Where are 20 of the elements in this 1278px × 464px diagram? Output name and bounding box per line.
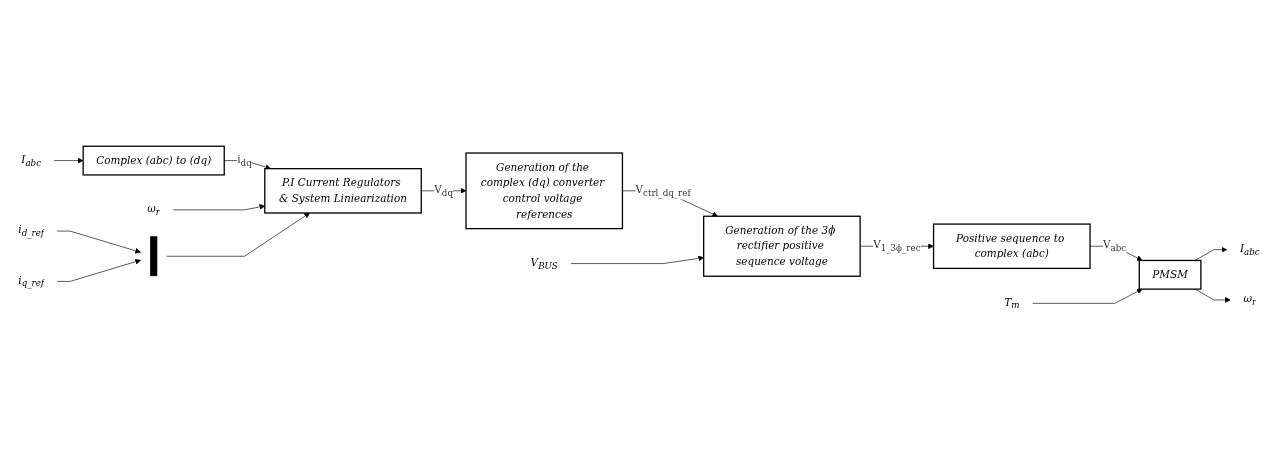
node-box: PMSM [1138, 259, 1202, 290]
edge-label: V$_{dq}$ [434, 183, 453, 198]
node-text: T$_{m}$ [1004, 295, 1020, 311]
edge-label: V$_{abc}$ [1103, 238, 1127, 254]
node-box: P.I Current Regulators & System Liniearization [264, 168, 422, 214]
node-text: ω$_{r}$ [147, 202, 161, 217]
node-text: V$_{BUS}$ [530, 256, 558, 271]
node-text: i$_{q_ref}$ [18, 273, 45, 289]
node-box: Generation of the complex (dq) converter control voltage references [465, 152, 624, 230]
node-text: I$_{abc}$ [21, 153, 42, 168]
node-box: Positive sequence to complex (abc) [932, 223, 1091, 270]
edge-label: i$_{dq}$ [237, 153, 252, 168]
node-text: I$_{abc}$ [1239, 242, 1260, 257]
node-box: Complex (abc) to (dq) [82, 145, 225, 176]
node-text: i$_{d_ref}$ [18, 223, 45, 239]
edge-label: V$_{ctrl_dq_ref}$ [635, 183, 691, 198]
node-box: Generation of the 3ϕ rectifier positive sequence voltage [703, 215, 861, 277]
node-text: ω$_{r}$ [1243, 292, 1257, 307]
node-bar [150, 236, 158, 277]
edge-label: V$_{1_3ϕ_rec}$ [873, 238, 921, 254]
